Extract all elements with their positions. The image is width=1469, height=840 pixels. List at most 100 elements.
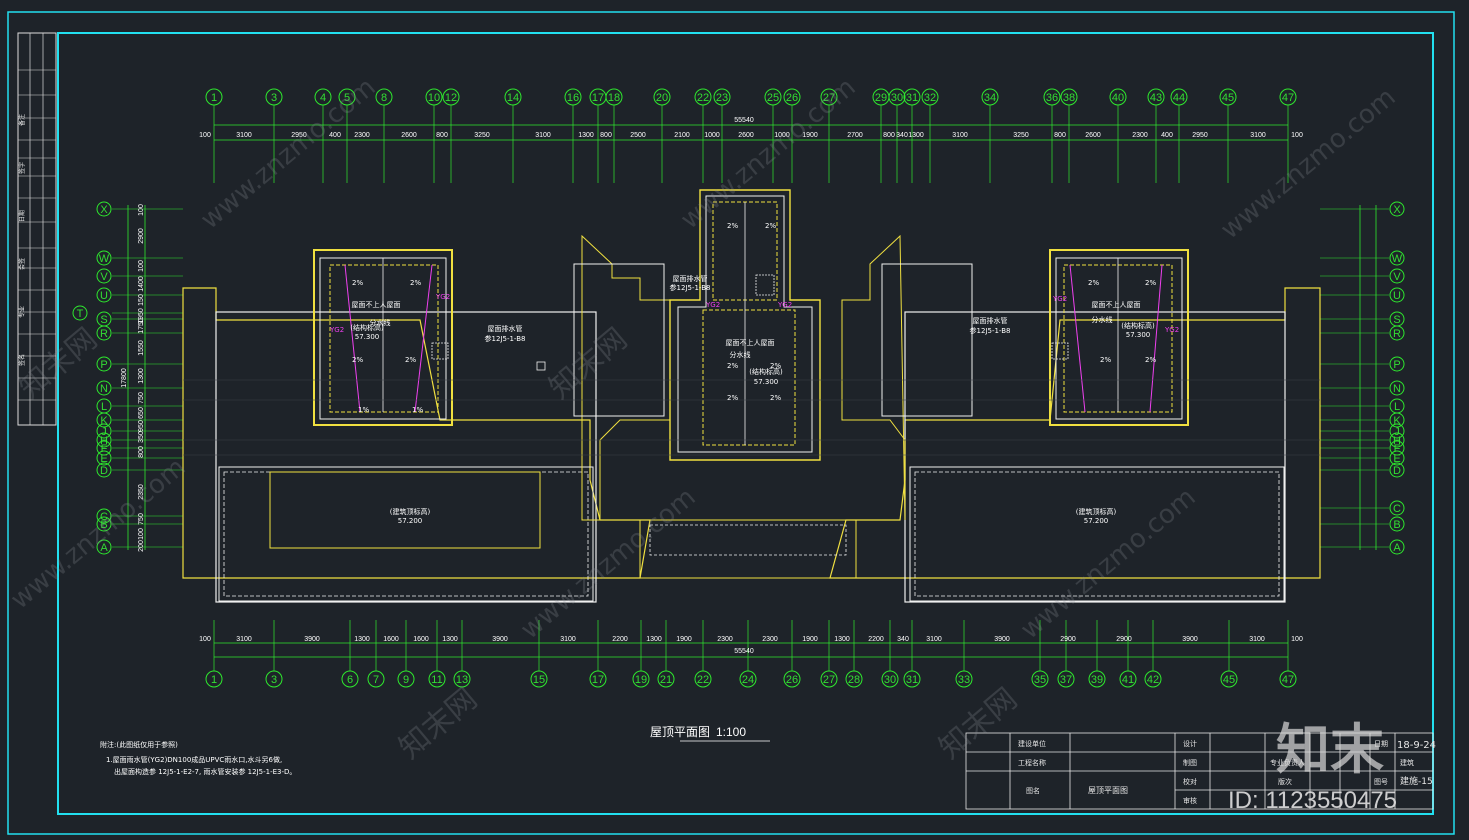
axis-label-left: B	[100, 519, 107, 531]
tb-draw: 制图	[1183, 758, 1197, 767]
dim-left-value: 800	[138, 446, 145, 458]
axis-bubble-top	[981, 88, 999, 106]
slope-marker: 2%	[727, 362, 738, 370]
axis-bubble-left	[96, 516, 112, 532]
tb-review: 审核	[1183, 796, 1197, 805]
label-yg-center-2: YG2	[777, 301, 792, 309]
axis-label-bottom: 31	[906, 674, 918, 686]
axis-label-left: X	[100, 204, 108, 216]
axis-label-bottom: 6	[347, 674, 353, 686]
dim-bottom-value: 100	[199, 636, 211, 643]
axis-label-bottom: 11	[431, 674, 442, 686]
left-lower-yellow	[269, 471, 541, 549]
label-water-divide-left: 分水线	[370, 318, 391, 327]
axis-label-right: V	[1393, 271, 1401, 283]
axis-bubble-top	[1170, 88, 1188, 106]
axis-bubble-left	[96, 508, 112, 524]
dim-bottom-value: 1300	[834, 636, 850, 643]
dim-top-value: 1300	[578, 132, 594, 139]
tb-company: 建设单位	[1018, 739, 1046, 748]
dim-left-value: 100	[138, 204, 145, 216]
dim-left-value: 2350	[138, 484, 145, 500]
axis-label-top: 18	[608, 92, 620, 104]
left-upper-roof-dashed	[329, 264, 439, 413]
dim-left-value: 750	[138, 392, 145, 404]
dim-top-value: 3100	[236, 132, 252, 139]
slope-marker: 2%	[352, 356, 363, 364]
axis-bubble-top	[903, 88, 921, 106]
axis-bubble-bottom	[205, 670, 223, 688]
label-downpipe-ref-left: 屋面排水管	[488, 324, 523, 333]
tb-professional: 专业负责人	[1270, 758, 1305, 767]
axis-label-top: 1	[211, 92, 217, 104]
axis-bubble-bottom	[739, 670, 757, 688]
axis-label-left: N	[100, 383, 108, 395]
axis-bubble-top	[338, 88, 356, 106]
axis-bubble-right	[1389, 539, 1405, 555]
axis-bubble-bottom	[1220, 670, 1238, 688]
dim-left-value: 750	[138, 513, 145, 525]
axis-label-left: F	[101, 443, 108, 455]
central-lower-base	[639, 519, 857, 579]
axis-bubble-top	[764, 88, 782, 106]
axis-label-top: 20	[656, 92, 668, 104]
tb-date-label: 日期	[1374, 740, 1388, 748]
axis-label-bottom: 42	[1147, 674, 1159, 686]
axis-label-top: 30	[891, 92, 903, 104]
axis-label-top: 43	[1150, 92, 1162, 104]
left-strip-label: 备注	[18, 114, 26, 126]
axis-label-bottom: 41	[1122, 674, 1134, 686]
slope-marker: 2%	[1100, 356, 1111, 364]
axis-label-bottom: 22	[697, 674, 709, 686]
axis-label-top: 45	[1222, 92, 1234, 104]
axis-bubble-left	[96, 432, 112, 448]
tb-version: 版次	[1278, 777, 1292, 786]
axis-bubble-bottom	[1031, 670, 1049, 688]
axis-label-right: L	[1394, 401, 1400, 413]
axis-label-bottom: 47	[1282, 674, 1294, 686]
central-lower-walls	[649, 524, 847, 556]
axis-label-top: 12	[445, 92, 457, 104]
slope-marker: 2%	[727, 222, 738, 230]
tb-drawing-name-label: 图名	[1026, 786, 1040, 795]
label-detail-ref-left: 参12J5-1-B8	[485, 334, 526, 343]
dim-top-value: 2500	[630, 132, 646, 139]
axis-label-right: P	[1393, 359, 1400, 371]
tb-drawing-name: 屋顶平面图	[1088, 786, 1128, 795]
axis-bubble-top	[375, 88, 393, 106]
axis-bubble-top	[694, 88, 712, 106]
dim-left-value: 950	[138, 420, 145, 432]
dim-left-value: 1550	[138, 340, 145, 356]
axis-bubble-top	[1060, 88, 1078, 106]
axis-bubble-top	[205, 88, 223, 106]
dim-bottom-value: 2200	[612, 636, 628, 643]
axis-label-left: K	[100, 415, 108, 427]
dim-bottom-value: 3900	[994, 636, 1010, 643]
axis-label-left: S	[100, 314, 107, 326]
label-elev-center: 57.300	[754, 378, 779, 386]
axis-bubble-bottom	[265, 670, 283, 688]
axis-label-bottom: 7	[373, 674, 379, 686]
axis-bubble-top	[653, 88, 671, 106]
dim-left-value: 1950	[138, 308, 145, 324]
axis-bubble-left	[96, 380, 112, 396]
axis-label-top: 5	[344, 92, 350, 104]
axis-label-top: 14	[507, 92, 519, 104]
drawing-title-text: 屋顶平面图	[650, 725, 710, 739]
axis-label-top: 4	[320, 92, 326, 104]
axis-label-top: 17	[592, 92, 604, 104]
axis-label-bottom: 3	[271, 674, 277, 686]
dim-top-value: 2950	[291, 132, 307, 139]
watermark-id: ID: 1123550475	[1228, 787, 1397, 814]
axis-bubble-top	[1109, 88, 1127, 106]
axis-bubble-top	[425, 88, 443, 106]
axis-label-left: W	[99, 253, 110, 265]
label-yg-right-2: YG2	[1164, 326, 1179, 334]
title-block-text: 建设单位 工程名称 图名 屋顶平面图 设计 制图 校对 审核 专业负责人 版次 …	[1018, 739, 1436, 805]
right-lower-terrace	[909, 466, 1285, 602]
label-yg-right: YG2	[1052, 295, 1067, 303]
axis-bubble-right	[1389, 500, 1405, 516]
slope-marker: 2%	[770, 394, 781, 402]
